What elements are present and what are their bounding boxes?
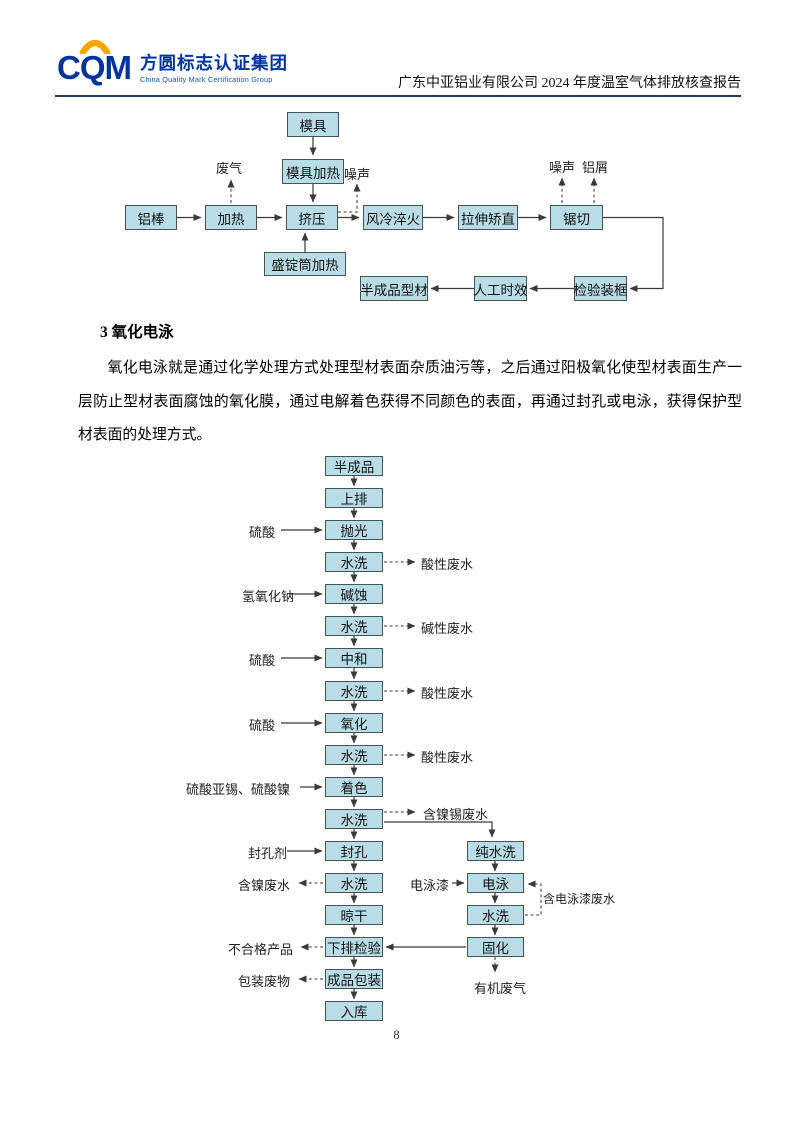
flow-box-warehouse: 入库 xyxy=(325,1001,383,1021)
flow-box-neutralize: 中和 xyxy=(325,648,383,668)
input-label-sulfuric-acid-1: 硫酸 xyxy=(249,525,276,540)
output-label-paint-wastewater: 含电泳漆废水 xyxy=(543,892,616,906)
cqm-logo-text: CQM xyxy=(57,40,132,88)
flow-box-inspect-frame: 检验装框 xyxy=(574,276,628,301)
flow-box-rinse-4: 水洗 xyxy=(325,745,383,765)
flow-box-rinse-6: 水洗 xyxy=(325,873,383,893)
flow-box-semi-finished: 半成品 xyxy=(325,456,383,476)
output-label-alkaline-wastewater: 碱性废水 xyxy=(421,621,474,636)
flow-box-pure-rinse: 纯水洗 xyxy=(467,841,524,861)
flow-box-mold: 模具 xyxy=(287,112,339,137)
page-number: 8 xyxy=(393,1028,400,1042)
header-rule xyxy=(55,95,741,97)
output-label-nickel-tin-wastewater: 含镍锡废水 xyxy=(423,807,489,822)
flow-box-stretch-straighten: 拉伸矫直 xyxy=(458,205,518,230)
emission-label-aluminum-scrap: 铝屑 xyxy=(582,160,609,175)
flow-box-artificial-aging: 人工时效 xyxy=(474,276,528,301)
flow-box-rinse-5: 水洗 xyxy=(325,809,383,829)
logo-names: 方圆标志认证集团 China Quality Mark Certificatio… xyxy=(140,53,288,84)
flow-box-curing: 固化 xyxy=(467,937,524,957)
input-label-stannous-nickel-sulfate: 硫酸亚锡、硫酸镍 xyxy=(186,782,291,797)
flow-box-unrack-inspect: 下排检验 xyxy=(325,937,383,957)
output-label-acid-wastewater-2: 酸性废水 xyxy=(421,686,474,701)
logo-arc-icon xyxy=(79,40,111,54)
output-label-organic-waste-gas: 有机废气 xyxy=(474,981,527,996)
output-label-packaging-waste: 包装废物 xyxy=(238,974,291,989)
logo-name-en: China Quality Mark Certification Group xyxy=(140,74,273,84)
flow-box-racking: 上排 xyxy=(325,488,383,508)
flow-box-mold-heating: 模具加热 xyxy=(282,159,344,184)
cqm-logo: CQM 方圆标志认证集团 China Quality Mark Certific… xyxy=(57,40,288,88)
section-heading: 3 氧化电泳 xyxy=(100,324,174,341)
input-label-sulfuric-acid-3: 硫酸 xyxy=(249,718,276,733)
flow-box-electrophoresis: 电泳 xyxy=(467,873,524,893)
output-label-nickel-wastewater: 含镍废水 xyxy=(238,878,291,893)
flow-box-heating: 加热 xyxy=(205,205,257,230)
report-title: 广东中亚铝业有限公司 2024 年度温室气体排放核查报告 xyxy=(398,76,741,91)
flow-box-rinse-1: 水洗 xyxy=(325,552,383,572)
flow-box-container-heating: 盛锭筒加热 xyxy=(264,252,346,276)
emission-label-waste-gas: 废气 xyxy=(216,161,243,176)
flow-box-semi-finished-profile: 半成品型材 xyxy=(360,276,428,301)
emission-label-noise-1: 噪声 xyxy=(344,167,371,182)
section-paragraph: 氧化电泳就是通过化学处理方式处理型材表面杂质油污等，之后通过阳极氧化使型材表面生… xyxy=(78,360,742,443)
output-label-acid-wastewater-1: 酸性废水 xyxy=(421,557,474,572)
flow-box-alkali-etch: 碱蚀 xyxy=(325,584,383,604)
output-label-rejected-product: 不合格产品 xyxy=(228,942,294,957)
logo-name-cn: 方圆标志认证集团 xyxy=(140,52,288,73)
flow-box-sawing: 锯切 xyxy=(550,205,603,230)
emission-label-noise-2: 噪声 xyxy=(549,160,576,175)
input-label-electrophoretic-paint: 电泳漆 xyxy=(410,878,450,893)
cqm-abbr: CQM xyxy=(57,49,132,86)
flow-box-drying: 晾干 xyxy=(325,905,383,925)
flow-box-packaging: 成品包装 xyxy=(325,969,383,989)
flow-box-rinse-3: 水洗 xyxy=(325,681,383,701)
flow-box-coloring: 着色 xyxy=(325,777,383,797)
flow-box-polishing: 抛光 xyxy=(325,520,383,540)
flow-box-rinse-branch: 水洗 xyxy=(467,905,524,925)
flow-box-extrusion: 挤压 xyxy=(286,205,338,230)
flow-box-rinse-2: 水洗 xyxy=(325,616,383,636)
flow-box-oxidation: 氧化 xyxy=(325,713,383,733)
flow-box-aluminum-rod: 铝棒 xyxy=(125,205,177,230)
input-label-sodium-hydroxide: 氢氧化钠 xyxy=(242,589,295,604)
output-label-acid-wastewater-3: 酸性废水 xyxy=(421,750,474,765)
input-label-sealing-agent: 封孔剂 xyxy=(248,846,288,861)
flow-box-sealing: 封孔 xyxy=(325,841,383,861)
input-label-sulfuric-acid-2: 硫酸 xyxy=(249,653,276,668)
flow-box-air-quench: 风冷淬火 xyxy=(363,205,423,230)
